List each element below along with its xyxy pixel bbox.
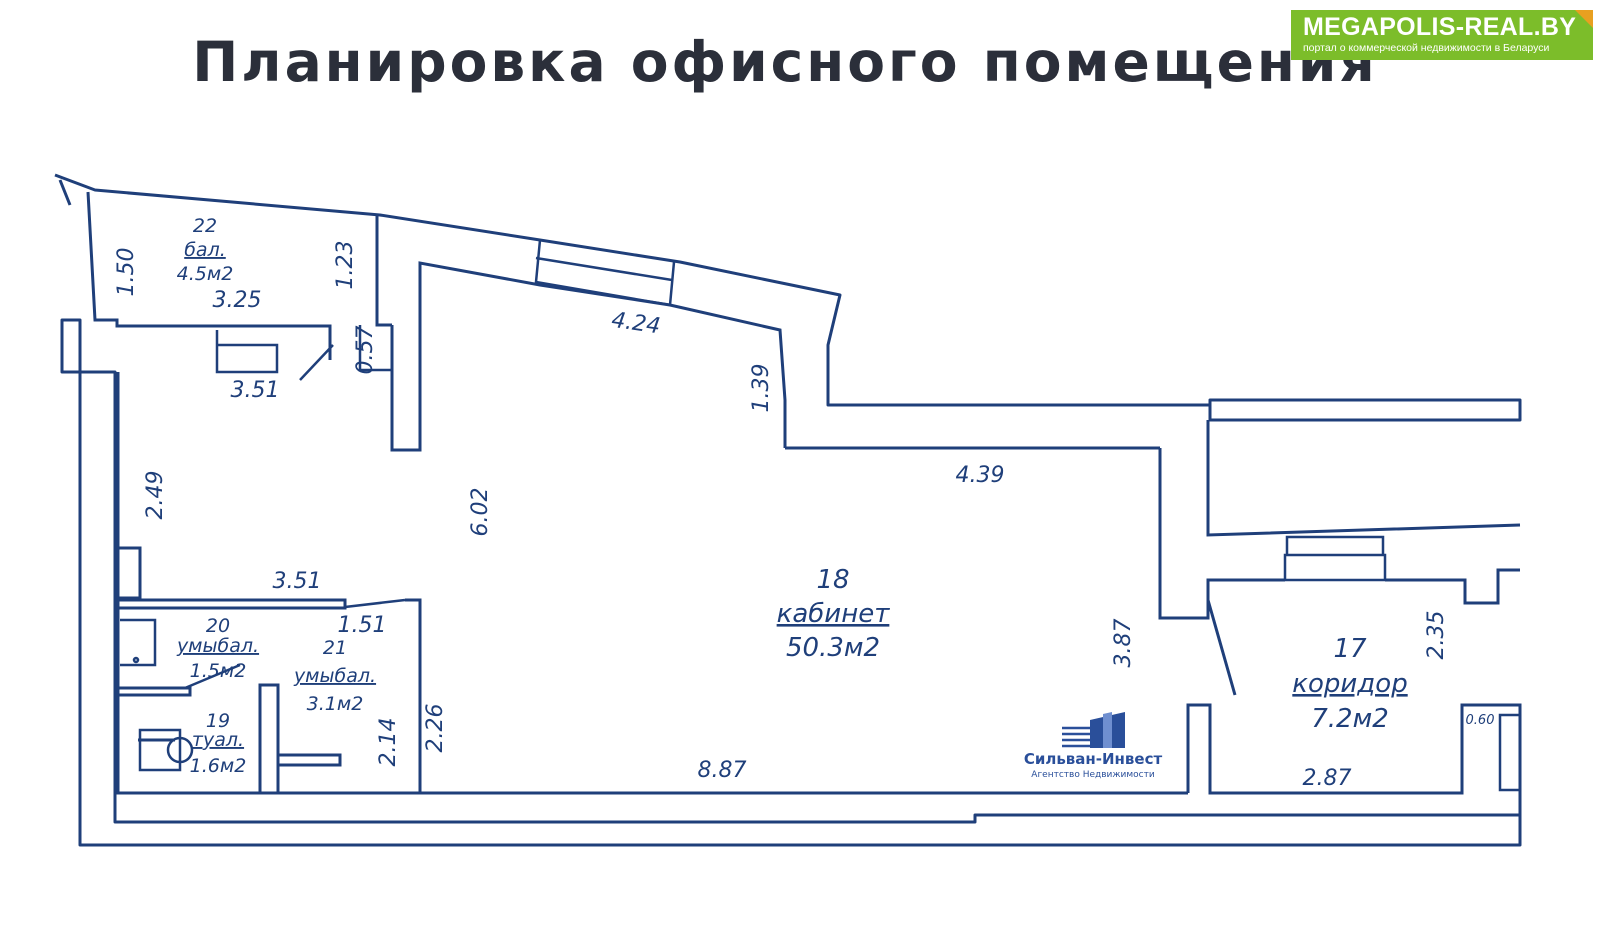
- room-number: 20: [206, 615, 230, 637]
- room-area: 7.2м2: [1311, 704, 1389, 734]
- dimension-label: 2.14: [376, 718, 401, 767]
- right-small-rect: [1498, 713, 1522, 792]
- room-area: 4.5м2: [177, 263, 234, 285]
- room-label: 18 кабинет 50.3м2: [777, 565, 891, 663]
- room-number: 22: [193, 215, 217, 237]
- dimension-label: 0.60: [1466, 713, 1495, 728]
- room-name: бал.: [184, 239, 226, 261]
- building-icon: [1062, 712, 1125, 748]
- dimension-label: 3.51: [231, 378, 280, 403]
- dimension-label: 3.51: [273, 569, 322, 594]
- badge-name: MEGAPOLIS-REAL.BY: [1303, 13, 1577, 41]
- dimension-label: 2.35: [1424, 611, 1449, 660]
- room-number: 18: [816, 565, 849, 595]
- dimension-label: 2.26: [423, 704, 448, 753]
- room-area: 1.6м2: [190, 755, 247, 777]
- dimension-label: 6.02: [468, 488, 493, 537]
- room-name: туал.: [192, 729, 244, 751]
- room-label: 17 коридор 7.2м2: [1292, 634, 1407, 734]
- dimension-label: 0.57: [353, 326, 378, 375]
- dimension-label: 2.87: [1303, 766, 1352, 791]
- dimension-label: 1.23: [333, 241, 358, 290]
- toilet-icon: [166, 736, 194, 764]
- room-number: 19: [206, 710, 230, 732]
- bathroom-walls: [118, 546, 422, 795]
- logo-name: Сильван-Инвест: [1024, 750, 1163, 768]
- outer-wall: [54, 173, 1522, 847]
- page-title: Планировка офисного помещения: [192, 30, 1378, 94]
- logo-subtitle: Агентство Недвижимости: [1031, 770, 1155, 780]
- top-window: [534, 239, 676, 307]
- dimension-labels: 1.50 1.23 3.25 4.24 0.57 3.51 1.39 2.49 6.02 4.39…: [114, 241, 1494, 791]
- dimension-label: 1.50: [114, 248, 139, 297]
- dimension-label: 3.87: [1111, 619, 1136, 668]
- room-label: 21 умыбал. 3.1м2: [293, 637, 376, 715]
- room-area: 50.3м2: [786, 633, 880, 663]
- room-area: 1.5м2: [190, 660, 247, 682]
- silvan-invest-logo: Сильван-Инвест Агентство Недвижимости: [1024, 712, 1163, 780]
- room-name: кабинет: [777, 599, 891, 629]
- dimension-label: 1.39: [749, 364, 774, 413]
- room-number: 21: [323, 637, 347, 659]
- badge-corner-icon: [1575, 10, 1593, 28]
- balcony-window: [215, 330, 279, 374]
- dimension-label: 2.49: [143, 471, 168, 520]
- sink-icon: [132, 656, 140, 664]
- dimension-label: 4.24: [610, 308, 662, 340]
- megapolis-badge[interactable]: MEGAPOLIS-REAL.BY портал о коммерческой …: [1291, 10, 1593, 60]
- right-section-outline: [1186, 420, 1522, 845]
- balcony-outline: [58, 179, 392, 360]
- badge-subtitle: портал о коммерческой недвижимости в Бел…: [1303, 42, 1550, 54]
- dimension-label: 4.39: [956, 463, 1005, 488]
- room-name: умыбал.: [293, 665, 376, 687]
- bathroom-fixtures: [120, 598, 406, 772]
- room-area: 3.1м2: [307, 693, 364, 715]
- room-name: коридор: [1292, 669, 1407, 699]
- right-window: [1283, 535, 1387, 582]
- room-name: умыбал.: [176, 635, 259, 657]
- dimension-label: 3.25: [213, 288, 262, 313]
- dimension-label: 1.51: [338, 613, 387, 638]
- room-number: 17: [1333, 634, 1367, 664]
- door-swing: [299, 325, 392, 381]
- dimension-label: 8.87: [698, 758, 747, 783]
